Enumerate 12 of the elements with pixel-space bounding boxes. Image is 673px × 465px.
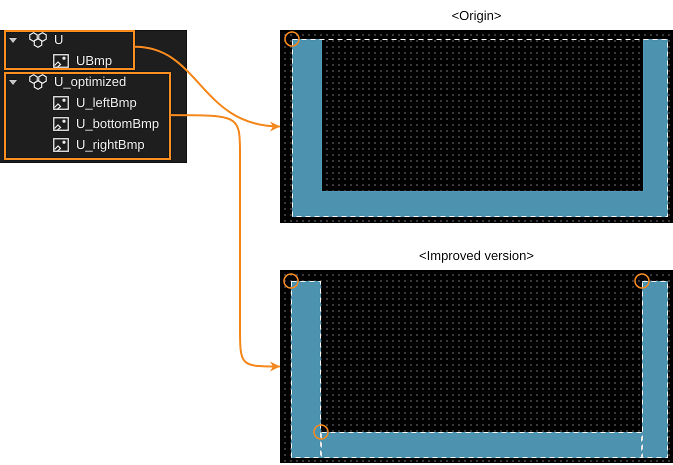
highlight-frame <box>4 72 171 160</box>
curved-arrow <box>171 114 280 372</box>
canvas-title: <Origin> <box>452 8 502 22</box>
tree-item-label: U_rightBmp <box>76 138 145 152</box>
tree-item-label: U_optimized <box>54 75 126 89</box>
curved-arrow <box>134 46 280 131</box>
canvas-title: <Improved version> <box>419 248 534 262</box>
tree-item-label: U <box>54 33 64 47</box>
tree-item-label: U_bottomBmp <box>76 117 160 131</box>
highlight-frame <box>4 30 135 70</box>
tree-item-label: U_leftBmp <box>76 96 137 110</box>
tree-item-label: UBmp <box>76 54 112 68</box>
